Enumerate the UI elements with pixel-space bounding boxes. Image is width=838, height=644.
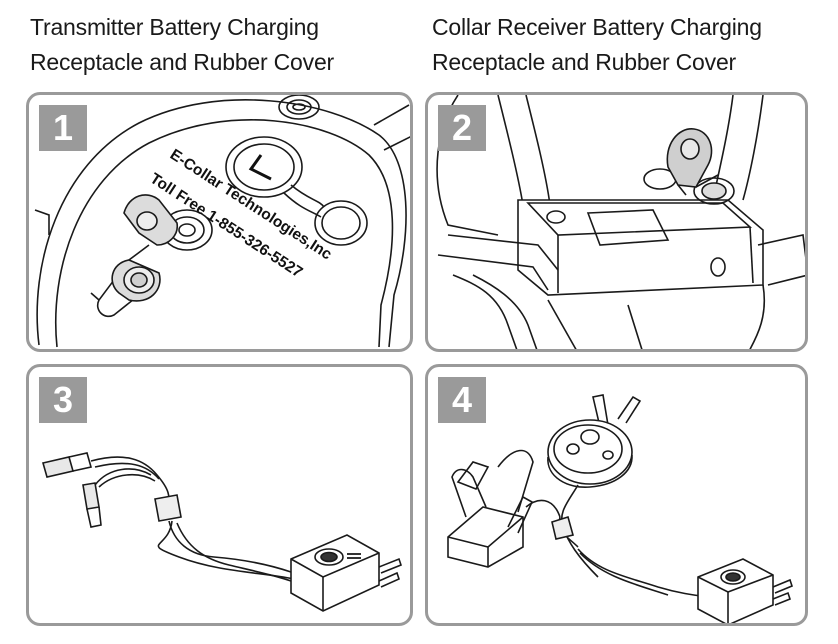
panel-charging-setup: 4 — [425, 364, 808, 626]
caption-transmitter-line1: Transmitter Battery Charging — [30, 14, 319, 40]
receiver-illustration — [436, 95, 805, 349]
panel-transmitter-receptacle: E-Collar Technologies,Inc Toll Free 1-85… — [26, 92, 413, 352]
charger-cable-illustration — [41, 452, 402, 612]
caption-receiver-line1: Collar Receiver Battery Charging — [432, 14, 762, 40]
panel-number-badge: 4 — [438, 377, 486, 423]
panel-number-badge: 2 — [438, 105, 486, 151]
panel-number-badge: 3 — [39, 377, 87, 423]
caption-receiver-line2: Receptacle and Rubber Cover — [432, 49, 736, 75]
panel-charger-cable: 3 — [26, 364, 413, 626]
panel-receiver-receptacle: 2 — [425, 92, 808, 352]
panel-number-badge: 1 — [39, 105, 87, 151]
caption-transmitter-line2: Receptacle and Rubber Cover — [30, 49, 334, 75]
charging-setup-illustration — [447, 394, 793, 623]
transmitter-illustration: E-Collar Technologies,Inc Toll Free 1-85… — [34, 95, 410, 348]
